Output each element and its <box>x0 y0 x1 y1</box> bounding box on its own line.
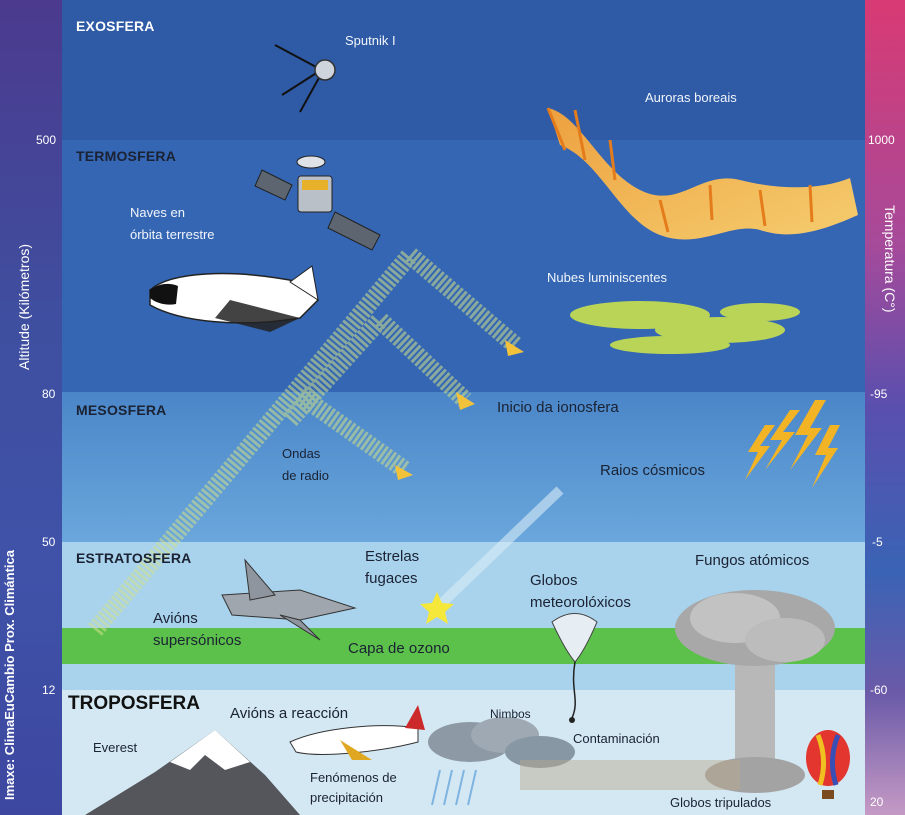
naves-label-line2: órbita terrestre <box>130 227 215 242</box>
termosfera-label: TERMOSFERA <box>76 148 176 164</box>
radio-arrow-heads <box>395 340 524 480</box>
altitude-tick: 80 <box>42 387 56 401</box>
fenomenos-label-line1: Fenómenos de <box>310 770 397 785</box>
temperature-tick: 1000 <box>868 133 895 147</box>
exosfera-label: EXOSFERA <box>76 18 155 34</box>
space-shuttle-icon <box>149 265 320 332</box>
sputnik-label: Sputnik I <box>345 33 396 48</box>
estrelas-label-line1: Estrelas <box>365 548 420 565</box>
temperature-axis-title: Temperatura (C°) <box>882 205 898 313</box>
temperature-tick: -95 <box>870 387 888 401</box>
aurora-illustration <box>546 107 858 240</box>
luminous-clouds-illustration <box>570 301 800 354</box>
nubes-label: Nubes luminiscentes <box>547 270 667 285</box>
image-credit: Imaxe: ClimaEuCambio Prox. Climántica <box>2 550 17 800</box>
altitude-tick: 500 <box>36 133 57 147</box>
naves-label-line1: Naves en <box>130 205 185 220</box>
estratosfera-label: ESTRATOSFERA <box>76 550 192 566</box>
altitude-tick: 50 <box>42 535 56 549</box>
raios-label: Raios cósmicos <box>600 462 706 479</box>
hot-air-balloon-icon <box>806 730 850 799</box>
satellite-icon <box>254 155 381 251</box>
ozono-label: Capa de ozono <box>348 640 450 657</box>
altitude-tick: 12 <box>42 683 56 697</box>
avions-sup-label-line2: supersónicos <box>153 632 242 649</box>
auroras-label: Auroras boreais <box>645 90 737 105</box>
globos-trip-label: Globos tripulados <box>670 795 772 810</box>
nimbus-clouds-illustration <box>428 717 575 806</box>
radio-waves-illustration <box>88 242 521 636</box>
supersonic-jet-icon <box>221 558 357 641</box>
sputnik-icon <box>274 44 336 113</box>
globos-met-label-line1: Globos <box>530 572 578 589</box>
altitude-axis-title: Altitude (Kilómetros) <box>16 243 32 370</box>
temperature-tick: -60 <box>870 683 888 697</box>
avions-reac-label: Avións a reacción <box>230 705 349 722</box>
jet-airliner-icon <box>289 705 425 760</box>
contaminacion-label: Contaminación <box>573 731 660 746</box>
estrelas-label-line2: fugaces <box>365 570 418 587</box>
weather-balloon-icon <box>551 613 598 723</box>
fenomenos-label-line2: precipitación <box>310 790 383 805</box>
mesosfera-label: MESOSFERA <box>76 402 167 418</box>
ionosfera-label: Inicio da ionosfera <box>497 399 619 416</box>
temperature-tick: -5 <box>872 535 883 549</box>
nimbos-label: Nimbos <box>490 707 531 721</box>
ondas-label-line2: de radio <box>282 468 329 483</box>
exosfera-band <box>62 0 865 140</box>
ondas-label-line1: Ondas <box>282 446 321 461</box>
everest-label: Everest <box>93 740 138 755</box>
altitude-axis-bar <box>0 0 62 815</box>
everest-mountain-icon <box>85 730 300 815</box>
troposfera-label: TROPOSFERA <box>68 693 200 714</box>
temperature-tick: 20 <box>870 795 884 809</box>
temperature-axis-bar <box>865 0 905 815</box>
globos-met-label-line2: meteorolóxicos <box>530 594 631 611</box>
avions-sup-label-line1: Avións <box>153 610 198 627</box>
fungos-label: Fungos atómicos <box>695 552 810 569</box>
pollution-haze <box>520 760 740 790</box>
mushroom-cloud-icon <box>675 590 835 793</box>
shooting-star-icon <box>420 486 564 624</box>
cosmic-rays-icon <box>745 400 840 488</box>
